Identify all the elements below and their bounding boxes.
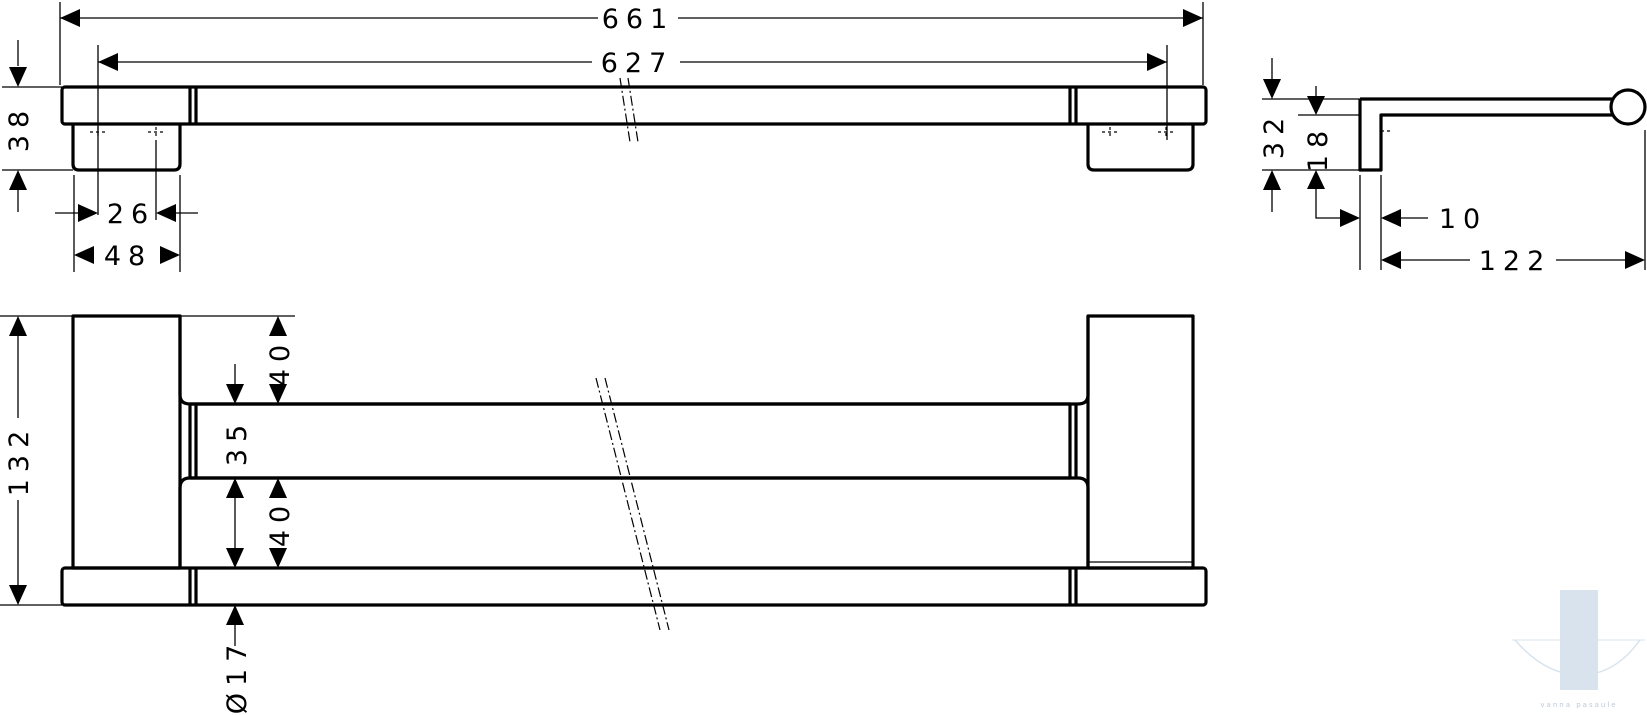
dim-middle-bar: 35: [222, 418, 253, 466]
dim-front-height: 132: [4, 424, 35, 497]
watermark-logo: vanna pasaule: [1512, 590, 1645, 709]
dim-bracket-width: 48: [104, 241, 152, 272]
upper-bar: [178, 316, 1090, 406]
lower-bar: [178, 476, 1090, 568]
dim-mounting-distance: 627: [601, 48, 674, 79]
dim-bottom-gap: 40: [265, 499, 296, 547]
screw-marks: [90, 127, 1176, 137]
dim-bracket-height: 38: [4, 104, 35, 152]
dim-top-gap: 40: [265, 338, 296, 386]
bottom-rail: [60, 566, 1208, 607]
watermark-text: vanna pasaule: [1540, 701, 1617, 709]
dim-wall-gap: 10: [1439, 204, 1487, 235]
dim-side-height: 32: [1259, 111, 1290, 159]
left-bracket: [71, 124, 182, 172]
side-view: 32 18 10 122: [1259, 58, 1647, 277]
bar-section: [1609, 88, 1647, 126]
dim-side-inner: 18: [1303, 124, 1334, 172]
dim-hole-spacing: 26: [107, 199, 155, 230]
top-view: 661 627 38: [2, 2, 1208, 272]
front-view: 132 40 35 40 Ø17: [0, 314, 1208, 715]
dim-overall-length: 661: [602, 4, 675, 35]
side-profile: [1358, 97, 1612, 172]
middle-bar: [188, 402, 1072, 480]
top-bar: [60, 85, 1208, 126]
right-post: [1086, 314, 1195, 570]
left-post: [71, 314, 182, 570]
dim-side-depth: 122: [1479, 246, 1552, 277]
dim-bar-diameter: Ø17: [222, 638, 253, 715]
right-bracket: [1086, 124, 1195, 172]
